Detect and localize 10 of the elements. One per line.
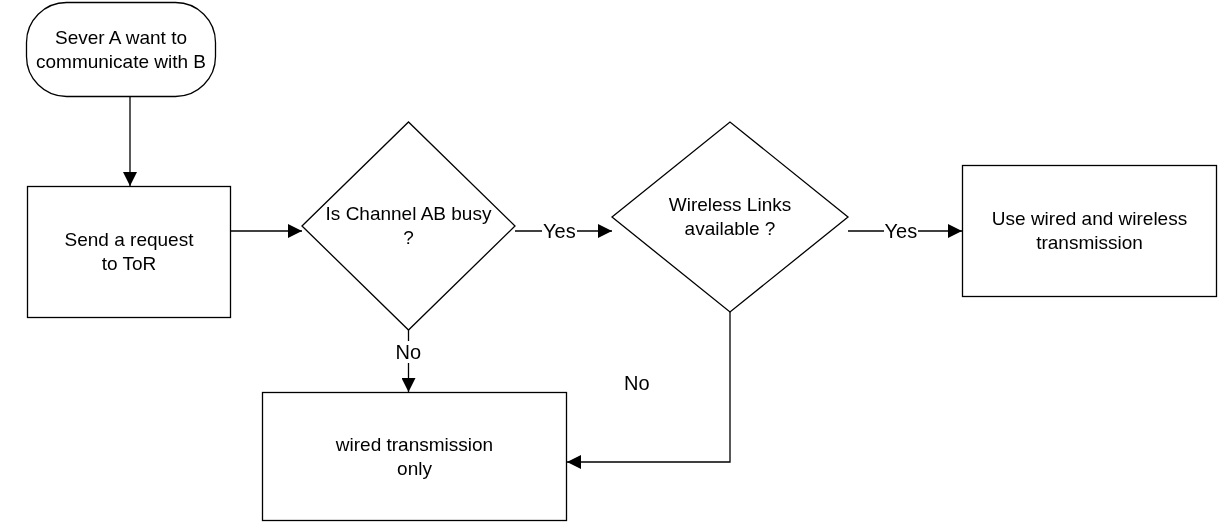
arrow (123, 96, 137, 187)
arrow (566, 311, 731, 469)
node-label: wired transmission only (334, 432, 495, 481)
edge-label: No (394, 341, 423, 363)
node-label: Use wired and wireless transmission (990, 207, 1189, 255)
node-label: Send a request to ToR (63, 228, 195, 276)
node-label: Wireless Links available ? (667, 193, 793, 241)
arrow (230, 224, 303, 238)
node-label: Sever A want to communicate with B (35, 25, 207, 74)
node-label: Is Channel AB busy ? (324, 202, 493, 250)
